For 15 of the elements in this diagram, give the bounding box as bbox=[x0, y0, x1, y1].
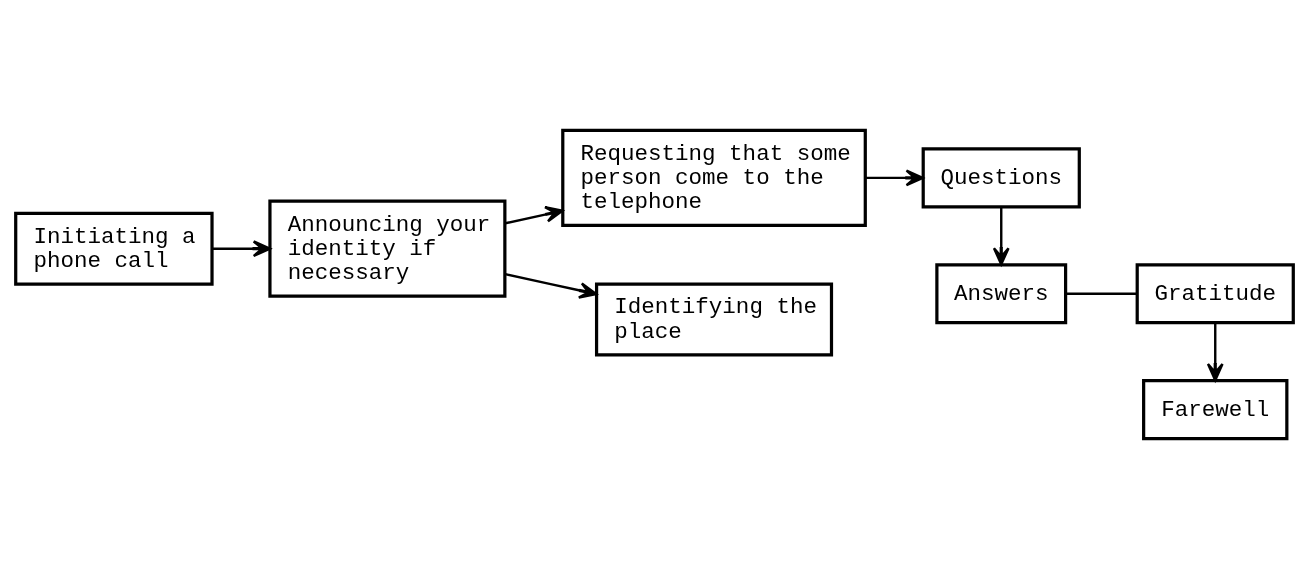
node-box: Questions bbox=[921, 146, 1081, 208]
arrow bbox=[992, 206, 1010, 266]
node-box: Farewell bbox=[1142, 378, 1289, 440]
node-box: Initiating a phone call bbox=[14, 211, 214, 286]
node-box: Answers bbox=[935, 262, 1068, 324]
connector bbox=[1066, 292, 1138, 295]
node-box: Requesting that some person come to the telephone bbox=[561, 128, 867, 227]
node-box: Identifying the place bbox=[594, 282, 834, 356]
arrow bbox=[505, 272, 598, 299]
arrow bbox=[1206, 322, 1224, 381]
node-box: Announcing your identity if necessary bbox=[268, 199, 507, 298]
arrow bbox=[212, 239, 271, 257]
arrow bbox=[865, 168, 924, 186]
node-box: Gratitude bbox=[1135, 262, 1295, 324]
arrow bbox=[505, 205, 564, 224]
